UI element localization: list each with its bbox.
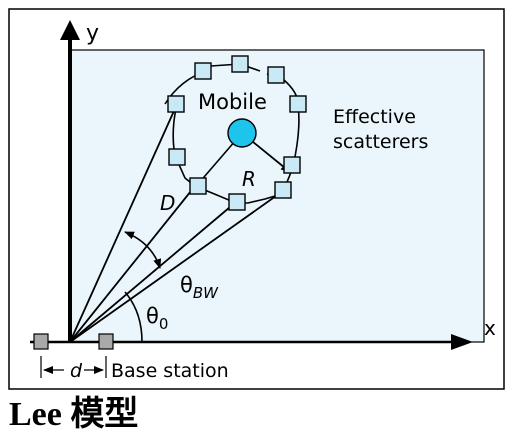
x-axis-label: x — [484, 316, 496, 340]
distance-label: D — [160, 191, 175, 215]
y-axis-arrowhead — [60, 20, 80, 40]
scatterer-square — [194, 62, 212, 80]
scatterer-square — [267, 66, 285, 84]
theta0-label: θ0 — [146, 304, 168, 333]
theta0-arc — [124, 291, 143, 343]
spacing-label: d — [70, 360, 83, 382]
ray-left-tangent — [69, 101, 179, 343]
figure-caption: Lee 模型 — [9, 396, 139, 433]
scatterers-label-line1: Effective — [333, 106, 416, 128]
scatterer-ring — [164, 63, 300, 204]
scatterer-square — [189, 177, 207, 195]
scatterers — [167, 55, 307, 211]
x-axis-arrowhead — [451, 334, 473, 350]
y-axis-label: y — [86, 21, 99, 46]
scatterer-square — [168, 148, 186, 166]
scatterer-square — [231, 55, 249, 73]
beamwidth-label: θBW — [180, 273, 219, 302]
scatterer-square — [228, 193, 246, 211]
ray-to-scatterer — [69, 201, 237, 343]
scatterer-square — [167, 95, 185, 113]
mobile-icon — [227, 118, 257, 148]
scatterer-square — [289, 95, 307, 113]
scatterers-label-line2: scatterers — [333, 131, 428, 153]
scatterer-square — [274, 181, 292, 199]
mobile-label: Mobile — [198, 90, 267, 114]
beamwidth-arrow — [124, 231, 162, 269]
lee-model-diagram: y x Mobile Effec — [8, 8, 505, 390]
base-station-antenna-right — [98, 333, 114, 350]
scatterer-square — [283, 156, 301, 174]
base-station-antenna-left — [33, 333, 49, 350]
ray-right-tangent — [69, 190, 284, 343]
radius-label: R — [242, 167, 256, 191]
base-station-label: Base station — [111, 360, 229, 382]
